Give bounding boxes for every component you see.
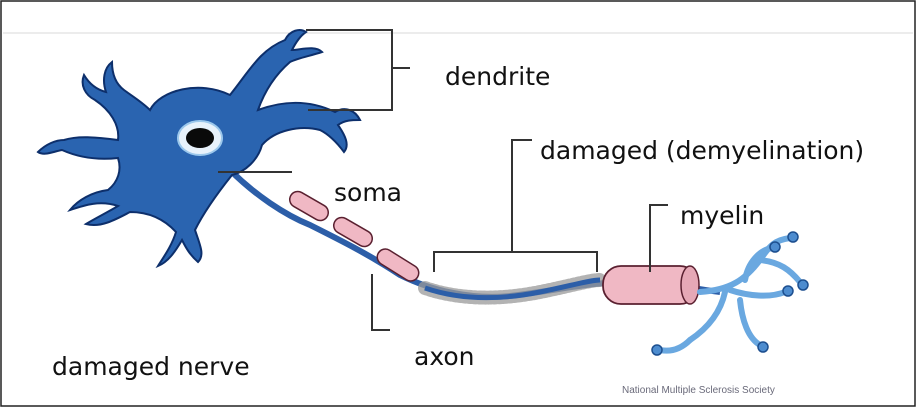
nucleus <box>186 128 214 148</box>
axon-leader <box>372 274 390 330</box>
dendrite-bracket <box>306 30 392 110</box>
label-soma: soma <box>334 180 402 205</box>
label-myelin: myelin <box>680 203 764 228</box>
damaged-bracket <box>434 252 597 272</box>
label-damaged-nerve: damaged nerve <box>52 354 250 379</box>
myelin-leader <box>650 205 668 272</box>
label-dendrite: dendrite <box>445 64 550 89</box>
label-axon: axon <box>414 344 475 369</box>
label-damaged: damaged (demyelination) <box>540 138 864 163</box>
damaged-leader <box>512 140 532 252</box>
credit-text: National Multiple Sclerosis Society <box>622 386 775 396</box>
